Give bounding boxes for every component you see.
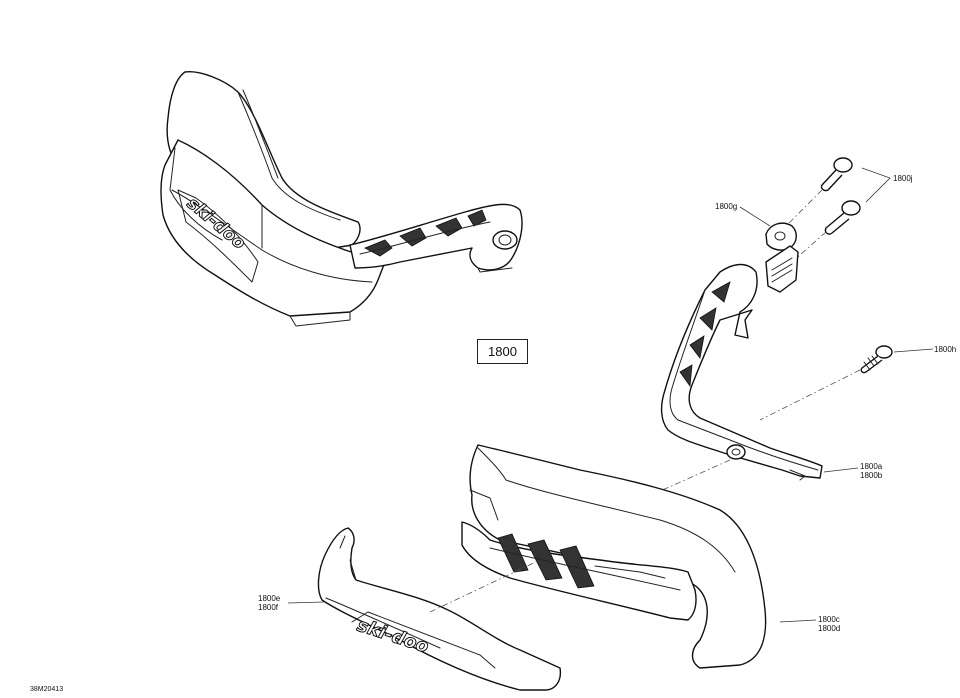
callout-1800a: 1800a	[860, 462, 883, 471]
handguard-bracket	[660, 263, 823, 481]
group-number-box: 1800	[477, 339, 528, 364]
callout-1800g: 1800g	[715, 202, 738, 211]
callout-1800d: 1800d	[818, 624, 841, 633]
screw	[860, 345, 893, 374]
callout-1800f: 1800f	[258, 603, 279, 612]
callout-1800c: 1800c	[818, 615, 840, 624]
callout-1800j: 1800j	[893, 174, 913, 183]
callout-1800b: 1800b	[860, 471, 883, 480]
leader-1800cd	[779, 619, 817, 623]
axis-bolts	[779, 189, 827, 263]
leader-1800ef	[287, 601, 325, 604]
bolt-lower	[824, 200, 861, 235]
figure-id: 38M20413	[30, 686, 64, 693]
bolt-upper	[820, 157, 853, 192]
washer-plate	[765, 222, 797, 251]
leader-1800h	[893, 348, 934, 353]
clamp-insert	[765, 245, 799, 293]
shield-large	[469, 444, 767, 669]
leader-1800ab	[823, 467, 859, 473]
assembled-handguard: ski-doo	[160, 71, 523, 327]
grille-insert	[461, 521, 697, 621]
leader-1800j	[861, 167, 891, 203]
callout-1800h: 1800h	[934, 345, 957, 354]
leader-1800g	[739, 206, 771, 227]
callout-1800e: 1800e	[258, 594, 281, 603]
